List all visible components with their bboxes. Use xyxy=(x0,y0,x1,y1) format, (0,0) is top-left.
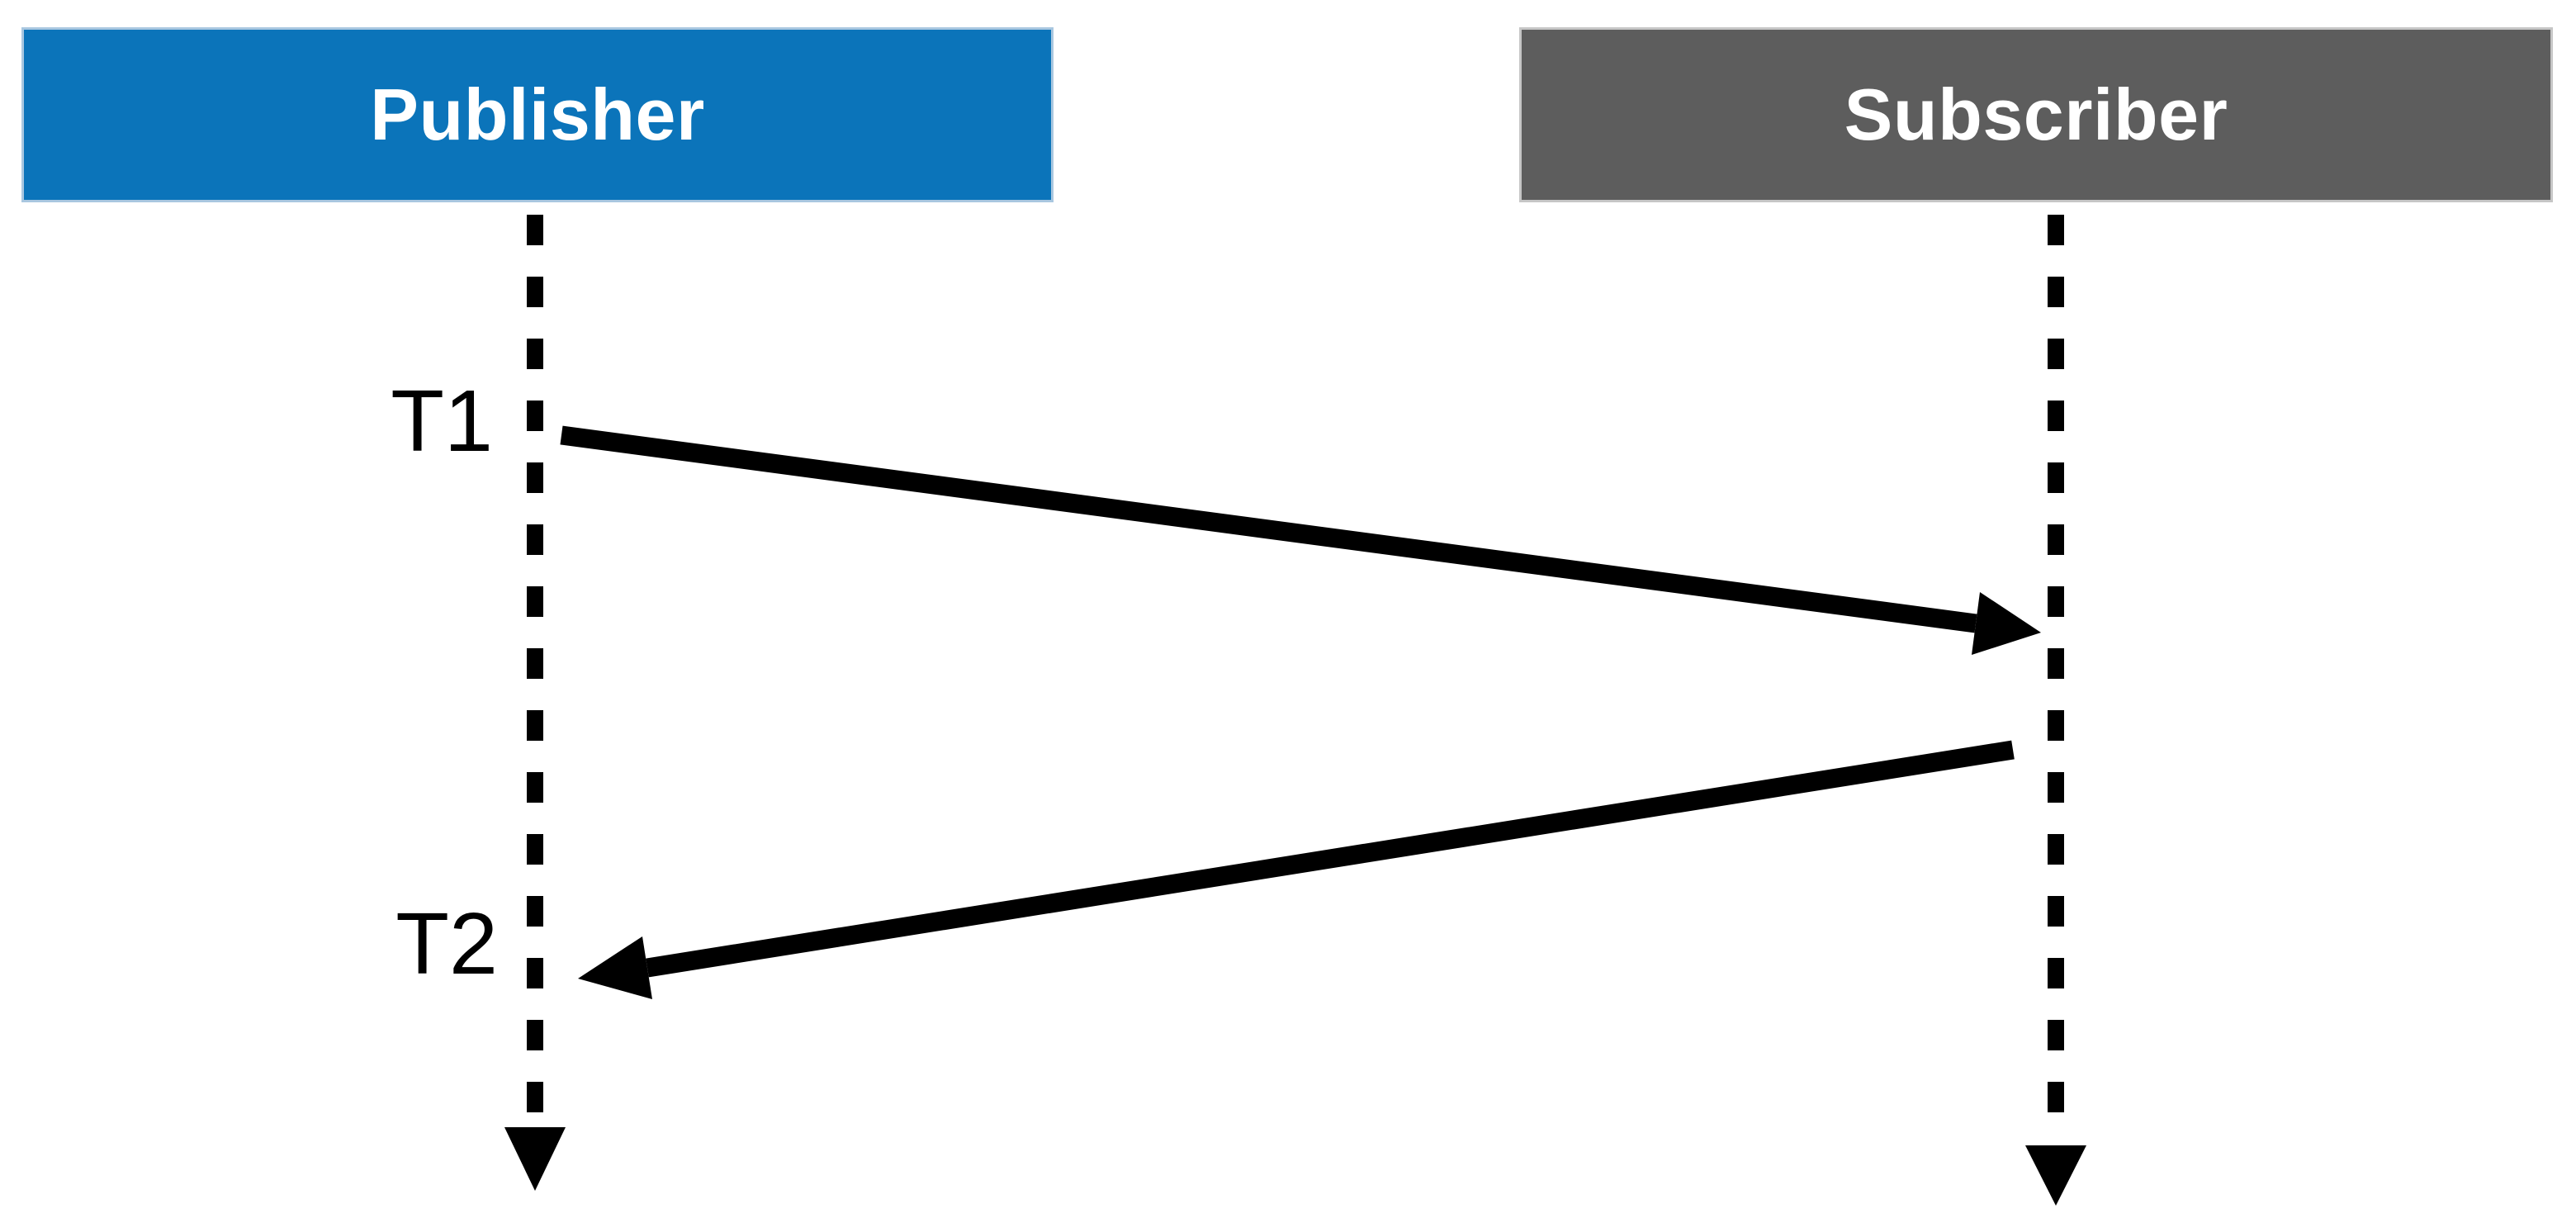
actor-box-subscriber: Subscriber xyxy=(1519,27,2553,202)
actor-box-publisher: Publisher xyxy=(21,27,1054,202)
subscriber-lifeline-arrowhead-icon xyxy=(2025,1145,2086,1206)
actor-label-subscriber: Subscriber xyxy=(1844,73,2228,155)
message-t2-arrowhead-icon xyxy=(578,936,652,999)
message-t1-line xyxy=(560,425,1977,633)
message-t1-arrowhead-icon xyxy=(1972,592,2041,655)
publisher-lifeline-arrowhead-icon xyxy=(504,1127,566,1191)
actor-label-publisher: Publisher xyxy=(370,73,705,155)
message-t2-line xyxy=(646,740,2015,978)
time-label-t2: T2 xyxy=(395,895,498,993)
time-label-t1: T1 xyxy=(391,372,493,470)
